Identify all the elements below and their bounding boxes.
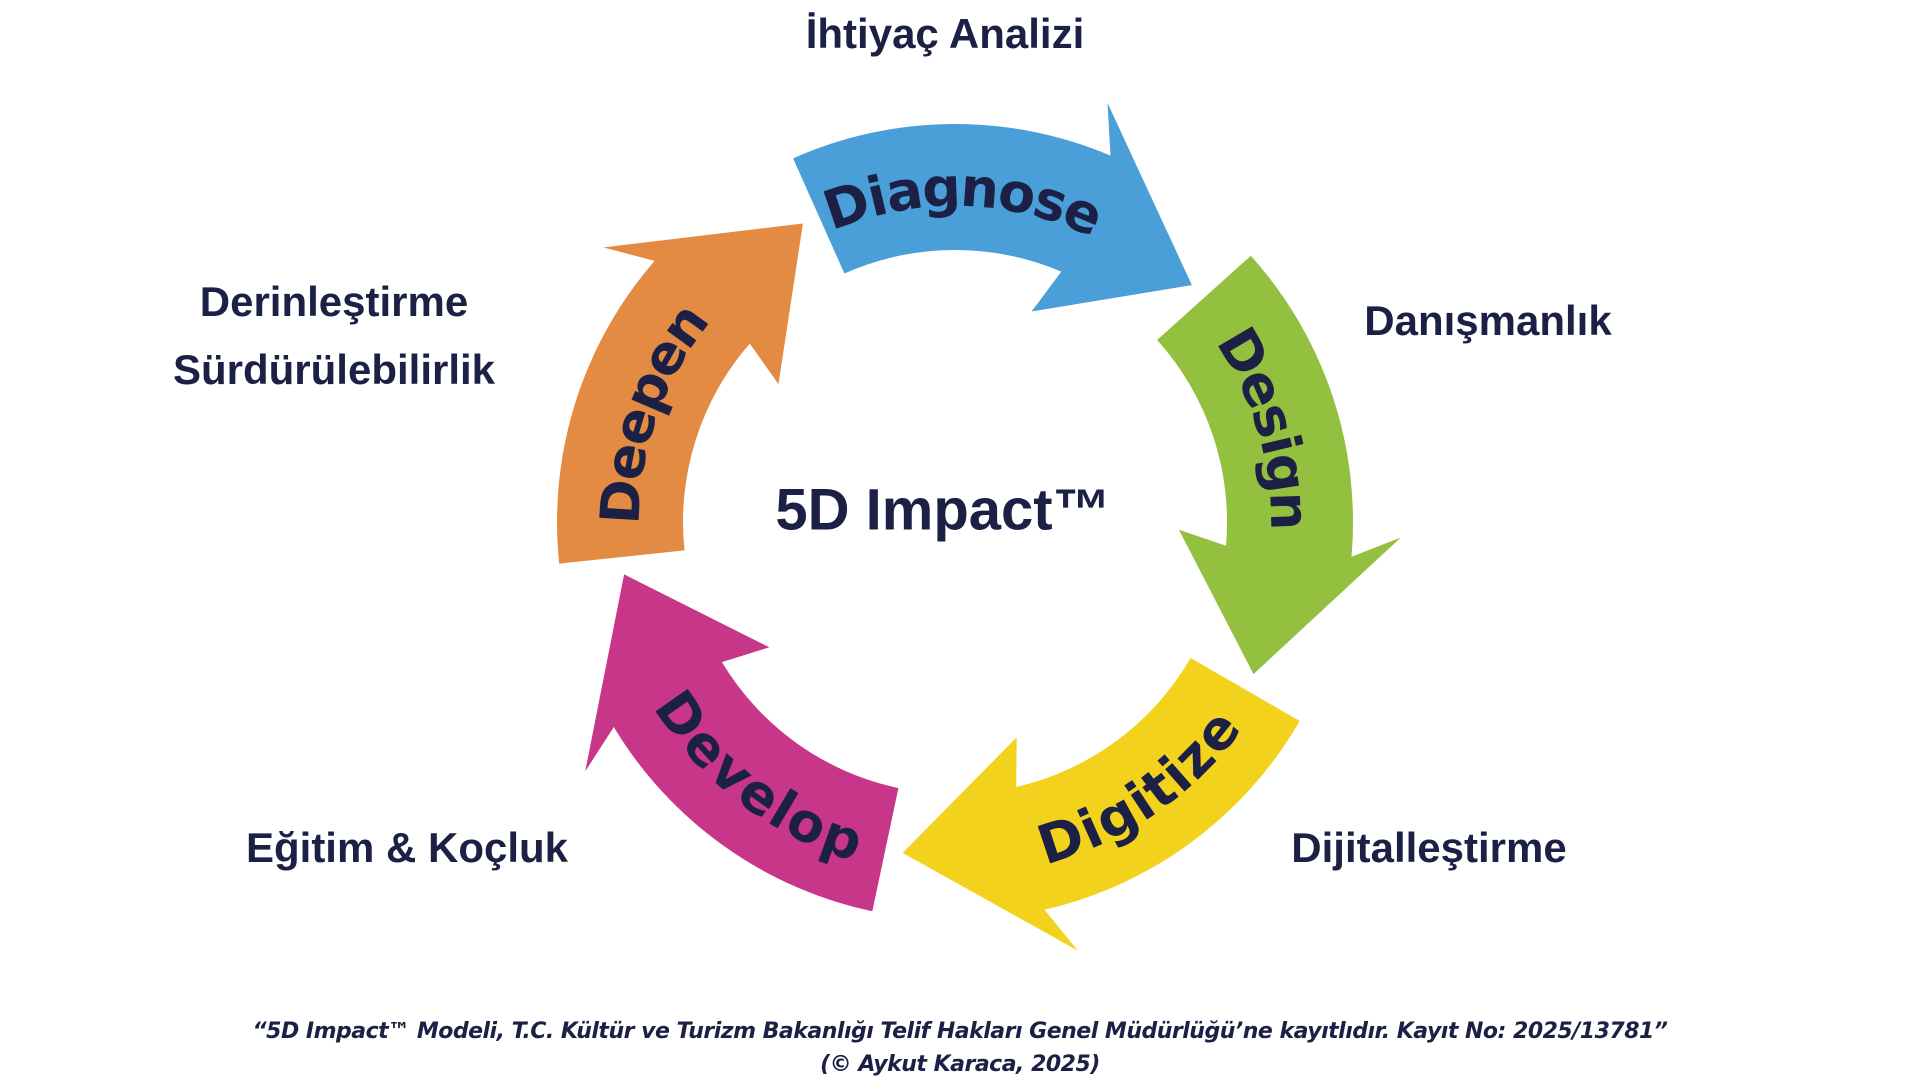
label-deepen-1: Derinleştirme [199, 278, 469, 325]
label-diagnose: İhtiyaç Analizi [805, 10, 1085, 57]
arrow-diagnose [793, 102, 1192, 312]
arrow-design [1157, 255, 1401, 675]
arrow-deepen [557, 223, 803, 564]
center-title: 5D Impact™ [775, 477, 1111, 543]
arrow-digitize [902, 658, 1300, 951]
label-develop: Eğitim & Koçluk [245, 824, 569, 871]
label-design: Danışmanlık [1364, 297, 1612, 344]
arrow-develop [585, 574, 899, 912]
footer-copyright: (© Aykut Karaca, 2025) [820, 1052, 1100, 1077]
label-digitize: Dijitalleştirme [1291, 824, 1567, 871]
footer-registration: “5D Impact™ Modeli, T.C. Kültür ve Turiz… [252, 1019, 1668, 1044]
label-deepen-2: Sürdürülebilirlik [172, 346, 496, 393]
